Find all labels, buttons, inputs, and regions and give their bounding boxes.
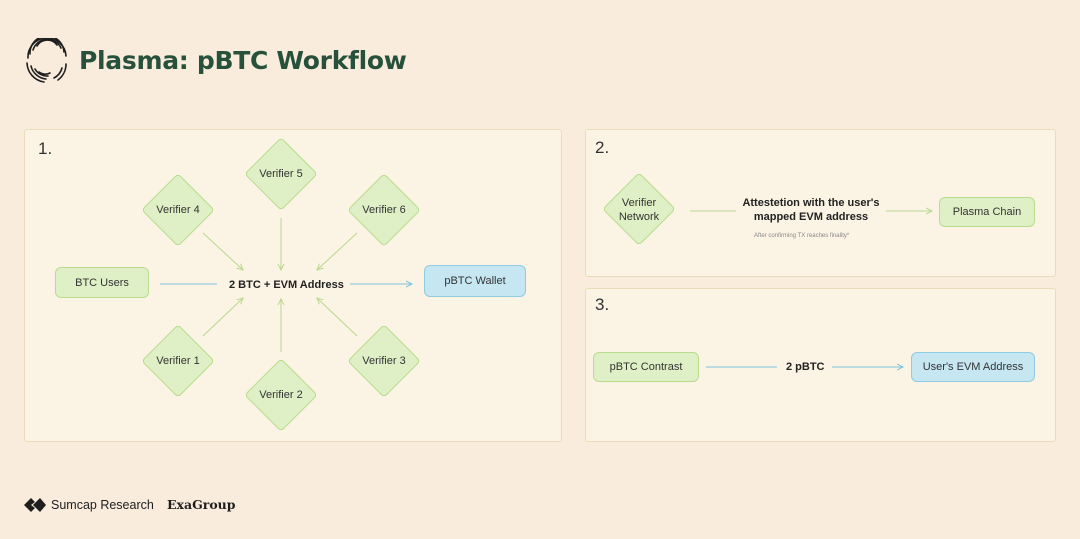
plasma-logo-icon [26,38,67,83]
plasma-chain-box: Plasma Chain [939,197,1035,227]
two-pbtc-label: 2 pBTC [786,361,825,373]
panel-1-number: 1. [38,139,53,158]
verifier-5-label: Verifier 5 [259,168,303,180]
btc-users-box: BTC Users [55,267,149,298]
attestation-label: Attestetion with the user's mapped EVM a… [736,196,886,224]
verifier-3-label: Verifier 3 [362,355,406,367]
verifier-2-label: Verifier 2 [259,389,303,401]
verifier-1-label: Verifier 1 [156,355,200,367]
pbtc-wallet-box: pBTC Wallet [424,265,526,297]
verifier-network-label: Verifier Network [589,196,689,224]
verifier-network-line1: Verifier [621,197,657,209]
sumcap-brand: Sumcap Research [24,496,154,514]
sumcap-brand-label: Sumcap Research [51,498,154,512]
arrow-verifier1 [202,298,243,337]
users-evm-address-box: User's EVM Address [911,352,1035,382]
sumcap-logo-icon [24,498,46,512]
attestation-line2: mapped EVM address [753,211,869,223]
pbtc-contrast-box: pBTC Contrast [593,352,699,382]
panel-2-number: 2. [595,138,610,157]
flow-label-btc-evm: 2 BTC + EVM Address [229,279,344,291]
arrow-verifier4 [202,232,243,270]
attestation-line1: Attestetion with the user's [742,197,880,209]
panel-3-number: 3. [595,295,610,314]
finality-note: After confirming TX reaches finality* [754,233,850,239]
verifier-4-label: Verifier 4 [156,204,200,216]
verifier-network-line2: Network [618,211,660,223]
arrow-verifier3 [317,298,358,337]
arrow-verifier6 [317,232,358,270]
exagroup-brand: ExaGroup [167,497,236,512]
page-title: Plasma: pBTC Workflow [79,46,407,75]
verifier-6-label: Verifier 6 [362,204,406,216]
